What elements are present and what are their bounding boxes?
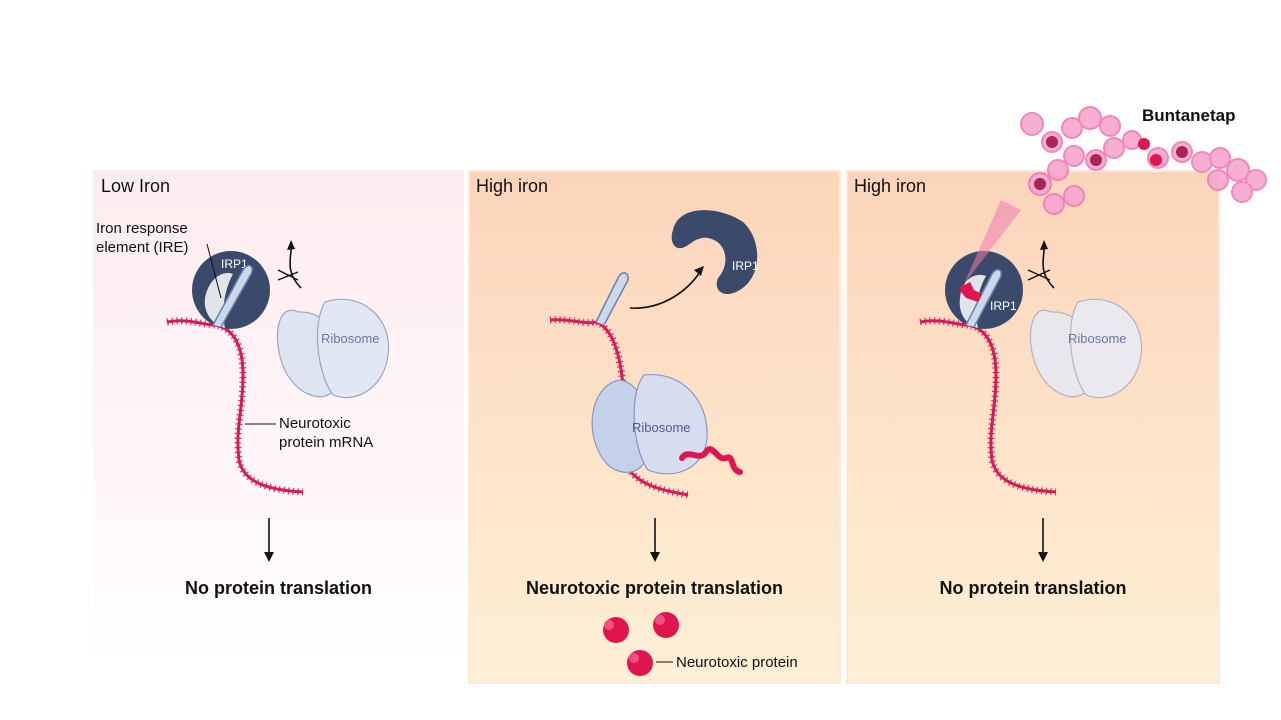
panel-low-iron: Low Iron Ribosome IRP1 xyxy=(93,170,464,664)
drug-binding-beam xyxy=(964,200,1021,284)
panel-title: High iron xyxy=(854,176,927,196)
mrna-strand xyxy=(166,317,304,496)
ire-hairpin xyxy=(965,268,1002,328)
ribosome: Ribosome xyxy=(1029,298,1143,399)
ribosome: Ribosome xyxy=(276,298,390,399)
nascent-protein-chain xyxy=(679,446,743,475)
blocked-arrow xyxy=(1027,240,1055,289)
irp1-protein: IRP1 xyxy=(192,251,270,329)
panel-high-iron: High iron IRP1 Ribosome xyxy=(468,170,841,684)
protein-label: Neurotoxic protein xyxy=(676,654,798,671)
irp1-protein: IRP1 xyxy=(671,210,759,295)
down-arrow xyxy=(264,518,274,562)
mrna-strand xyxy=(919,317,1057,496)
ribosome-label: Ribosome xyxy=(632,420,691,435)
panel-high-iron-drug: High iron Ribosome IRP1 xyxy=(846,170,1220,684)
low-iron-illustration: Ribosome IRP1 xyxy=(166,240,390,562)
ire-hairpin xyxy=(595,272,629,326)
panel-title: High iron xyxy=(476,176,549,196)
ire-hairpin xyxy=(212,264,253,328)
ribosome: Ribosome xyxy=(591,374,708,475)
high-iron-illustration: IRP1 Ribosome xyxy=(549,210,759,676)
ribosome-label: Ribosome xyxy=(321,331,380,346)
down-arrow xyxy=(650,518,660,562)
neurotoxic-protein-aggregates xyxy=(603,612,679,676)
drug-illustration: Ribosome IRP1 xyxy=(919,200,1143,562)
result-label: Neurotoxic protein translation xyxy=(525,578,784,598)
irp1-label: IRP1 xyxy=(990,299,1017,313)
blocked-arrow xyxy=(277,240,302,289)
mrna-label: Neurotoxic protein mRNA xyxy=(279,415,374,451)
ire-label: Iron response element (IRE) xyxy=(96,220,189,256)
ire-leader-line xyxy=(206,243,222,299)
ribosome-label: Ribosome xyxy=(1068,331,1127,346)
result-label: No protein translation xyxy=(939,578,1127,598)
panel-background xyxy=(93,170,464,664)
release-arrow xyxy=(629,266,704,309)
panel-background xyxy=(846,170,1220,684)
drug-name-label: Buntanetap xyxy=(1142,106,1236,125)
buntanetap-molecule xyxy=(1020,106,1267,215)
panel-title: Low Iron xyxy=(101,176,171,196)
irp1-label: IRP1 xyxy=(732,259,759,273)
irp1-label: IRP1 xyxy=(221,257,248,271)
bound-drug xyxy=(958,282,982,302)
result-label: No protein translation xyxy=(184,578,372,598)
down-arrow xyxy=(1038,518,1048,562)
